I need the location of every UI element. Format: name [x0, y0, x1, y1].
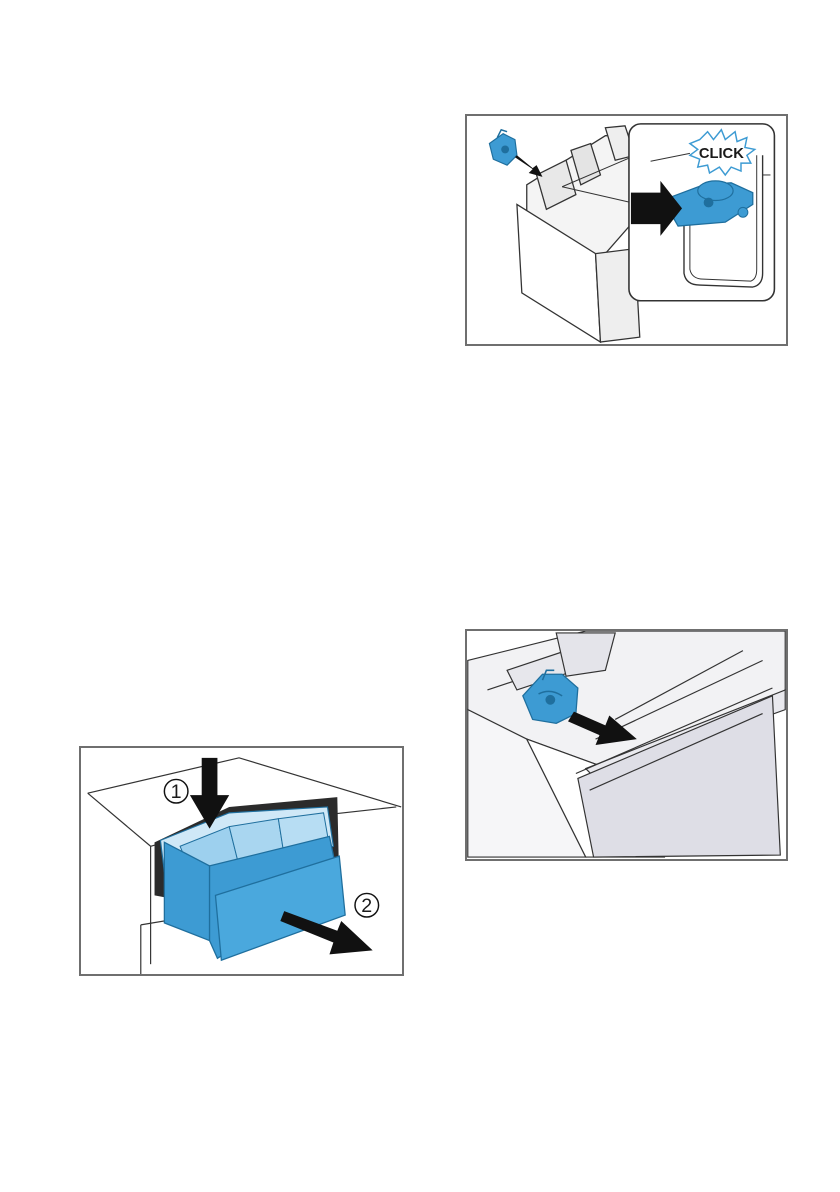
pull-drawer-illustration: 1 2: [81, 748, 402, 974]
figure-insert-cap: CLICK: [465, 114, 788, 346]
figure-remove-cap: [465, 629, 788, 861]
drawer-body: [468, 631, 785, 857]
step-1-marker: 1: [164, 779, 188, 803]
siphon-cap-small: [489, 130, 517, 165]
zoom-inset: CLICK: [629, 124, 774, 301]
arrow-icon: [515, 155, 543, 177]
step-1-label: 1: [171, 781, 182, 803]
remove-cap-illustration: [467, 631, 786, 859]
insert-cap-illustration: CLICK: [467, 116, 786, 344]
detergent-drawer: [160, 807, 345, 960]
click-callout-label: CLICK: [699, 146, 744, 162]
step-2-label: 2: [361, 895, 372, 917]
figure-pull-drawer: 1 2: [79, 746, 404, 976]
step-2-marker: 2: [355, 893, 379, 917]
